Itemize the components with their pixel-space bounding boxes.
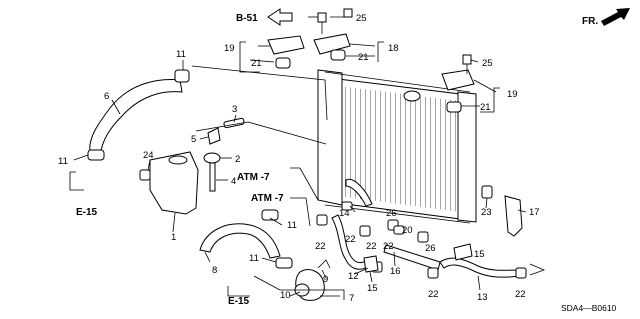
leader-lines: [69, 16, 546, 300]
callout-22c: 22: [366, 241, 377, 252]
callout-21a: 21: [251, 58, 262, 69]
ref-e15-a: E-15: [76, 207, 98, 218]
callout-22f: 22: [383, 241, 394, 252]
callout-16: 16: [390, 266, 401, 277]
callout-11c: 11: [287, 220, 297, 231]
callout-17: 17: [529, 207, 540, 218]
bolt-25-a: [317, 12, 327, 23]
pipe-4: [209, 162, 216, 192]
callout-15a: 15: [367, 283, 378, 294]
radiator-left-tank: [317, 69, 343, 206]
callout-6: 6: [104, 91, 109, 102]
callout-14: 14: [339, 208, 350, 219]
callout-15b: 15: [474, 249, 485, 260]
callout-23: 23: [481, 207, 492, 218]
callout-18: 18: [388, 43, 399, 54]
joint-5: [207, 127, 221, 145]
callout-12: 12: [348, 271, 359, 282]
callout-19b: 19: [507, 89, 518, 100]
radiator-fins: [338, 86, 460, 212]
callout-8: 8: [212, 265, 217, 276]
clip-14: [341, 201, 353, 211]
clip-20: [393, 225, 405, 235]
callout-7: 7: [349, 293, 354, 304]
callout-25a: 25: [356, 13, 367, 24]
callout-26a: 26: [386, 208, 397, 219]
callout-10: 10: [280, 290, 291, 301]
callout-24: 24: [143, 150, 154, 161]
upper-mount-bracket-b: [313, 33, 351, 55]
atf-cooler-hose-b: [439, 257, 521, 278]
clip-22-a: [316, 214, 328, 226]
mount-cushion-c: [446, 101, 462, 113]
callout-13: 13: [477, 292, 488, 303]
bolt-25-b: [462, 54, 472, 65]
callout-19a: 19: [224, 43, 235, 54]
clip-22-b: [359, 225, 371, 237]
callout-2: 2: [235, 154, 240, 165]
callout-9: 9: [323, 274, 328, 285]
reserve-tank: [149, 151, 199, 233]
hose-clamp-lower-2: [275, 257, 293, 269]
callout-21b: 21: [358, 52, 369, 63]
ref-e15-b: E-15: [228, 296, 250, 307]
ref-arrow-icon: [267, 8, 293, 26]
ref-atm7-b: ATM -7: [251, 193, 284, 204]
callout-26b: 26: [425, 243, 436, 254]
thermoswitch-23: [481, 185, 493, 199]
hose-clamp-upper-2: [87, 149, 105, 161]
hose-clamp-lower-1: [261, 209, 279, 221]
atf-cooler-hose-c: [345, 178, 373, 207]
clip-26-b: [417, 231, 429, 243]
callout-20: 20: [402, 225, 413, 236]
front-direction: FR.: [582, 8, 630, 27]
callout-22a: 22: [315, 241, 326, 252]
bolt-24: [139, 169, 151, 181]
hose-clamp-upper-1: [174, 69, 190, 83]
clip-15-left: [363, 255, 379, 273]
callout-1: 1: [171, 232, 176, 243]
diagram-code: SDA4—B0610: [561, 303, 617, 313]
radiator-stay: [504, 195, 523, 237]
clip-22-e: [515, 267, 527, 279]
front-arrow-icon: [601, 8, 630, 26]
reserve-tank-cap: [168, 155, 188, 165]
callout-5: 5: [191, 134, 196, 145]
callout-22b: 22: [345, 234, 356, 245]
callouts: 1 2 3 4 5 6 7 8 9 10 11 11 11 11 12 13 1…: [58, 13, 540, 304]
callout-11a: 11: [176, 49, 186, 60]
callout-11b: 11: [58, 156, 68, 167]
callout-22e: 22: [515, 289, 526, 300]
upper-mount-bracket-a: [267, 35, 305, 55]
cap-2: [203, 152, 221, 164]
bolt-25-c: [343, 8, 353, 18]
radiator-right-tank: [457, 91, 477, 223]
lower-radiator-hose: [199, 223, 281, 259]
ref-b51: B-51: [236, 8, 293, 26]
mount-cushion-a: [275, 57, 291, 69]
clip-22-d: [427, 267, 439, 279]
upper-mount-bracket-c: [441, 69, 475, 91]
clip-15-right: [453, 243, 473, 261]
front-label: FR.: [582, 16, 598, 27]
mount-cushion-b: [330, 49, 346, 61]
radiator: [317, 69, 477, 224]
ref-atm7-a: ATM -7: [237, 172, 270, 183]
callout-25b: 25: [482, 58, 493, 69]
callout-4: 4: [231, 176, 236, 187]
callout-21c: 21: [480, 102, 491, 113]
callout-3: 3: [232, 104, 237, 115]
radiator-cap: [403, 90, 421, 102]
ref-b51-label: B-51: [236, 13, 258, 24]
callout-22d: 22: [428, 289, 439, 300]
callout-11d: 11: [249, 253, 259, 264]
